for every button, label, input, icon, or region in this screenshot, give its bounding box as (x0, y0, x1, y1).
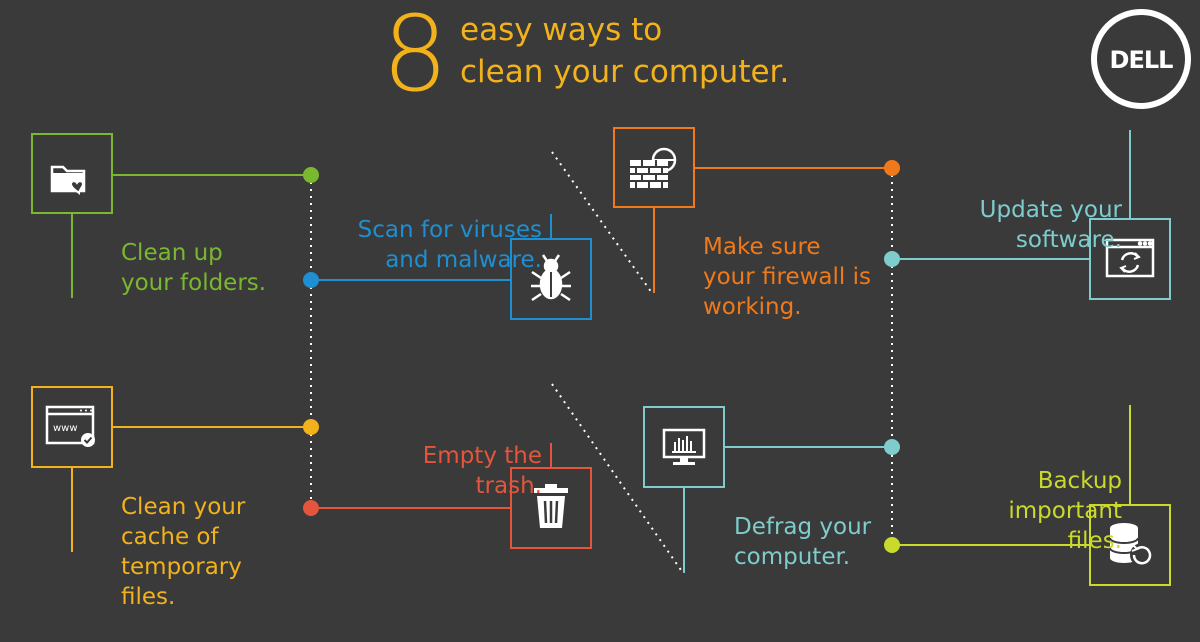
step-update (884, 130, 1171, 300)
diag-dotted-bottom (551, 383, 684, 574)
cache-node (303, 419, 319, 435)
viruses-node (303, 272, 319, 288)
window-refresh-icon (1105, 238, 1155, 278)
step-firewall (613, 127, 900, 293)
diag-dotted-top (551, 151, 653, 294)
viruses-box (510, 238, 592, 320)
firewall-icon (630, 147, 677, 188)
cache-box (31, 386, 113, 468)
header-line-2: clean your computer. (460, 54, 790, 90)
firewall-box (613, 127, 695, 208)
step-viruses (303, 214, 592, 320)
defrag-box (643, 406, 725, 488)
update-node (884, 251, 900, 267)
svg-text:www: www (53, 423, 78, 434)
infographic-canvas: www (31, 9, 1191, 586)
header-number: 8 (382, 0, 449, 115)
backup-box (1089, 504, 1171, 586)
defrag-node (884, 439, 900, 455)
folder-heart-icon (50, 165, 86, 195)
folders-box (31, 133, 113, 214)
database-restore-icon (1109, 523, 1154, 567)
step-trash (303, 443, 592, 549)
dell-logo: DELL (1091, 9, 1191, 109)
step-backup (884, 405, 1171, 586)
firewall-node (884, 160, 900, 176)
bug-icon (531, 254, 571, 302)
trash-box (510, 467, 592, 549)
header-line-1: easy ways to (460, 12, 663, 48)
update-box (1089, 218, 1171, 300)
logo-text: DELL (1110, 46, 1174, 74)
folders-node (303, 167, 319, 183)
www-browser-icon: www (45, 405, 95, 447)
step-defrag (643, 406, 900, 573)
trash-icon (534, 484, 568, 528)
backup-node (884, 537, 900, 553)
step-folders (31, 133, 319, 298)
monitor-chart-icon (662, 428, 706, 465)
trash-node (303, 500, 319, 516)
step-cache: www (31, 386, 319, 552)
